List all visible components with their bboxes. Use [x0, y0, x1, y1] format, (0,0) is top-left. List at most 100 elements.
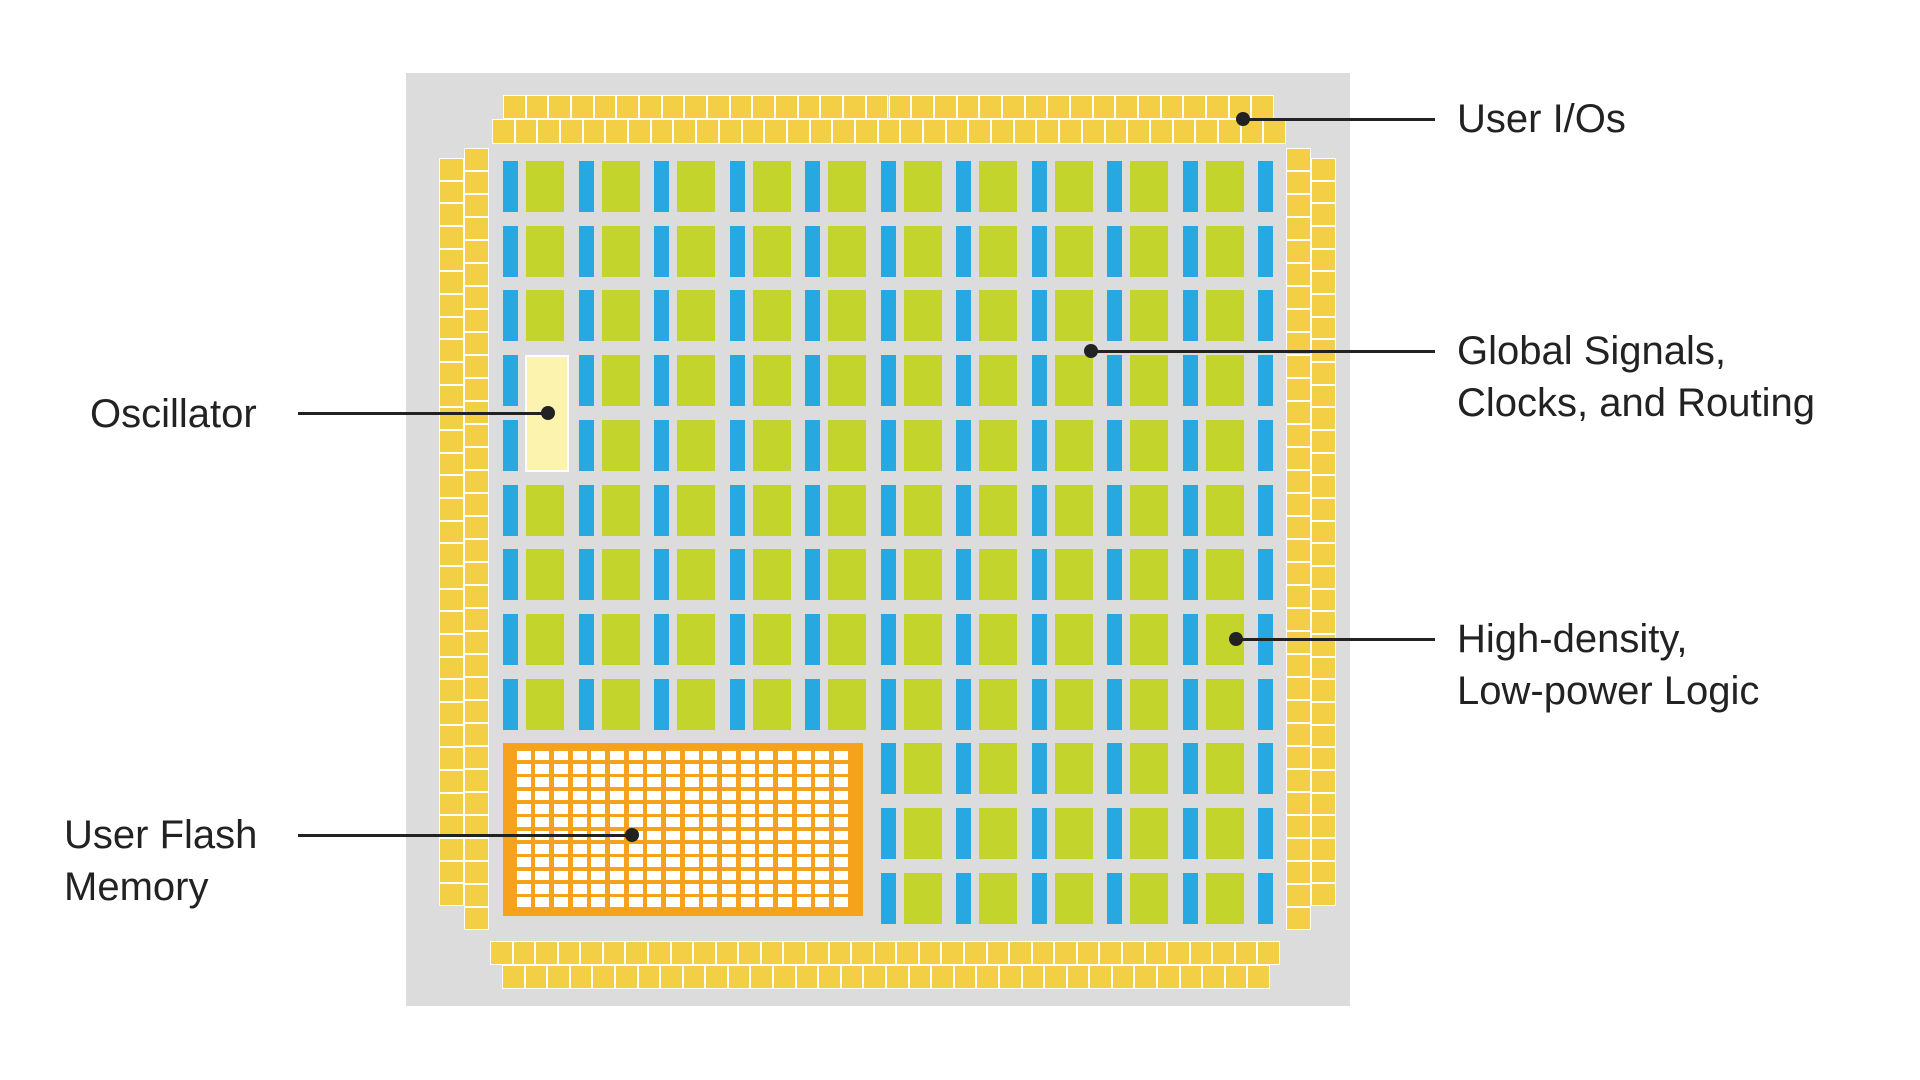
flash-cell — [777, 803, 792, 814]
logic-block — [601, 678, 640, 730]
flash-cell — [777, 750, 792, 761]
routing-channel — [729, 549, 745, 601]
logic-block — [979, 355, 1017, 407]
io-pad — [464, 424, 489, 447]
routing-channel — [805, 484, 820, 536]
flash-cell — [591, 803, 606, 814]
io-pad — [639, 95, 662, 119]
io-pad — [1286, 608, 1311, 631]
flash-cell — [609, 817, 624, 827]
logic-block — [752, 355, 791, 407]
io-pad — [707, 95, 730, 119]
io-pad — [1311, 430, 1336, 453]
io-pad — [439, 452, 464, 476]
flash-cell — [740, 763, 755, 774]
io-pad — [1286, 562, 1311, 585]
io-pad — [439, 384, 464, 408]
routing-channel — [1182, 225, 1198, 277]
io-pad — [953, 965, 977, 989]
io-pad — [1157, 965, 1180, 989]
flash-cell — [759, 843, 774, 854]
flash-cell — [665, 857, 680, 867]
flash-cell — [721, 843, 736, 854]
routing-channel — [729, 419, 745, 471]
logic-block — [601, 225, 640, 277]
flash-cell — [609, 897, 624, 907]
routing-channel — [654, 355, 669, 407]
io-pad — [1311, 407, 1336, 430]
logic-block — [828, 613, 866, 665]
io-pad — [582, 119, 606, 144]
flash-cell — [684, 817, 699, 827]
flash-cell — [647, 897, 662, 907]
io-pad — [464, 884, 489, 907]
io-pad — [1286, 171, 1311, 194]
io-pad — [1286, 148, 1311, 171]
io-pad — [1099, 941, 1122, 965]
logic-block — [979, 743, 1017, 795]
io-pad — [1167, 941, 1190, 965]
flash-cell — [703, 750, 718, 761]
flash-cell — [535, 897, 550, 907]
flash-cell — [591, 857, 606, 867]
io-pad — [439, 611, 464, 634]
io-pad — [464, 217, 489, 240]
logic-block — [752, 549, 791, 601]
flash-cell — [796, 750, 811, 761]
io-pad — [1172, 119, 1196, 144]
flash-cell — [684, 803, 699, 814]
label-flash-2: Memory — [64, 865, 209, 909]
io-pad — [1179, 965, 1203, 989]
logic-block — [526, 613, 564, 665]
logic-block — [526, 225, 564, 277]
logic-block — [1205, 355, 1244, 407]
logic-block — [1205, 161, 1244, 212]
io-pad — [439, 702, 464, 725]
logic-block — [1054, 613, 1093, 665]
flash-cell — [833, 817, 848, 827]
flash-cell — [591, 883, 606, 894]
logic-block — [903, 613, 942, 665]
routing-channel — [654, 290, 669, 342]
routing-channel — [880, 419, 896, 471]
io-pad — [535, 941, 558, 965]
flash-cell — [665, 830, 680, 841]
logic-block — [526, 484, 564, 536]
io-pad — [1212, 941, 1235, 965]
flash-cell — [815, 763, 830, 774]
io-pad — [1081, 119, 1105, 144]
logic-block — [601, 613, 640, 665]
io-pad — [1286, 884, 1311, 907]
flash-cell — [628, 777, 643, 787]
logic-block — [903, 161, 942, 212]
logic-block — [752, 678, 791, 730]
routing-channel — [805, 290, 820, 342]
io-pad — [1089, 965, 1112, 989]
io-pad — [614, 965, 638, 989]
logic-block — [1130, 419, 1168, 471]
io-pad — [439, 838, 464, 861]
io-pad — [439, 679, 464, 702]
io-pad — [490, 941, 513, 965]
flash-cell — [535, 870, 550, 881]
flash-cell — [516, 817, 531, 827]
flash-cell — [628, 817, 643, 827]
flash-cell — [647, 763, 662, 774]
io-pad — [439, 248, 464, 272]
routing-channel — [956, 290, 971, 342]
io-pad — [1311, 203, 1336, 226]
io-pad — [1286, 631, 1311, 654]
io-pad — [1059, 119, 1082, 144]
io-pad — [1311, 452, 1336, 476]
io-pad — [1286, 217, 1311, 240]
flash-cell — [516, 897, 531, 907]
leader-dot-logic — [1229, 632, 1243, 646]
io-pad — [592, 965, 615, 989]
routing-channel — [1107, 549, 1122, 601]
io-pad — [696, 119, 719, 144]
routing-channel — [956, 678, 971, 730]
routing-channel — [1258, 808, 1273, 859]
io-pad — [1092, 95, 1116, 119]
io-pad — [464, 286, 489, 309]
flash-cell — [759, 763, 774, 774]
